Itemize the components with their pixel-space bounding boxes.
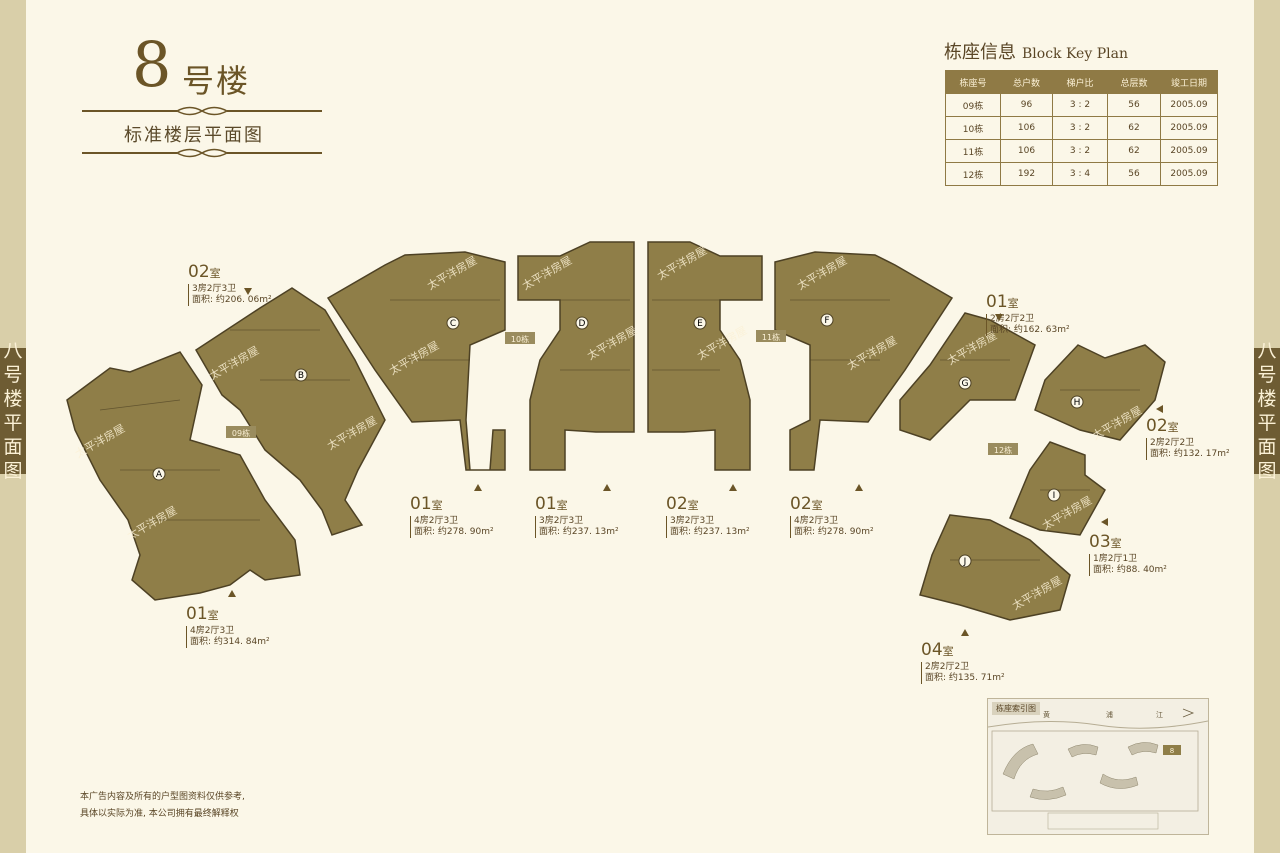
- unit-label-f: 02室 4房2厅3卫面积: 约278. 90m²: [790, 494, 874, 538]
- river-label: 江: [1156, 711, 1163, 719]
- unit-letter: D: [579, 319, 586, 329]
- side-tab-char: 图: [3, 460, 23, 482]
- building-10-label: 10栋: [511, 334, 529, 344]
- pointer-triangle: [474, 484, 482, 491]
- unit-a-plan: [66, 351, 301, 601]
- ornament-bottom: [82, 148, 322, 158]
- side-tab-char: 楼: [3, 388, 23, 410]
- unit-letter: J: [963, 557, 967, 567]
- unit-letter: H: [1074, 398, 1081, 408]
- unit-label-d: 01室 3房2厅3卫面积: 约237. 13m²: [535, 494, 619, 538]
- unit-label-h: 02室 2房2厅2卫面积: 约132. 17m²: [1146, 416, 1230, 460]
- unit-e-plan: [647, 241, 763, 471]
- unit-label-i: 03室 1房2厅1卫面积: 约88. 40m²: [1089, 532, 1167, 576]
- side-tab-char: 面: [3, 436, 23, 458]
- pointer-triangle: [729, 484, 737, 491]
- building-number: 8: [132, 28, 172, 101]
- unit-f-plan: [774, 251, 954, 471]
- pointer-triangle: [228, 590, 236, 597]
- building-12-label: 12栋: [994, 445, 1012, 455]
- unit-letter: E: [697, 319, 703, 329]
- unit-letter: C: [450, 319, 456, 329]
- building-10-label-bg: [505, 332, 535, 344]
- north-arrow-icon: [1182, 708, 1195, 718]
- unit-label-j: 04室 2房2厅2卫面积: 约135. 71m²: [921, 640, 1005, 684]
- unit-label-b: 02室 3房2厅3卫面积: 约206. 06m²: [188, 262, 272, 306]
- unit-letter: B: [298, 371, 304, 381]
- side-tab-char: 号: [3, 364, 23, 386]
- side-tab-char: 号: [1257, 364, 1277, 386]
- building-title: 号楼: [182, 62, 251, 100]
- building-09-label: 09栋: [232, 428, 250, 438]
- pointer-triangle: [995, 314, 1003, 321]
- block-index-map: 栋座索引图 黄 浦 江 8: [987, 698, 1209, 835]
- unit-label-a: 01室 4房2厅3卫面积: 约314. 84m²: [186, 604, 270, 648]
- side-tab-char: 八: [3, 340, 23, 362]
- pointer-triangle: [244, 288, 252, 295]
- ornament-top: [82, 106, 322, 116]
- table-header-row: 栋座号 总户数 梯户比 总层数 竣工日期: [945, 70, 1218, 94]
- unit-i-plan: [1009, 441, 1106, 536]
- unit-h-plan: [1034, 344, 1166, 441]
- side-tab-left: 八号楼平面图: [0, 340, 26, 482]
- unit-g-plan: [899, 312, 1036, 441]
- building-12-label-bg: [988, 443, 1018, 455]
- column-header: 总户数: [1000, 70, 1053, 94]
- pointer-triangle: [603, 484, 611, 491]
- unit-label-g: 01室 2房2厅2卫面积: 约162. 63m²: [986, 292, 1070, 336]
- unit-label-e: 02室 3房2厅3卫面积: 约237. 13m²: [666, 494, 750, 538]
- side-tab-char: 平: [1257, 412, 1277, 434]
- building-09-label-bg: [226, 426, 256, 438]
- floor-plan-subtitle: 标准楼层平面图: [124, 125, 264, 146]
- index-map-title: 栋座索引图: [992, 702, 1040, 715]
- building-8-marker: [1163, 745, 1181, 755]
- svg-text:8: 8: [1170, 747, 1174, 755]
- side-tab-char: 平: [3, 412, 23, 434]
- river-label: 黄: [1043, 710, 1050, 719]
- unit-letter: G: [962, 379, 969, 389]
- unit-j-plan: [919, 514, 1071, 621]
- interior-walls: [99, 299, 1140, 561]
- river-label: 浦: [1106, 710, 1113, 719]
- pointer-triangle: [961, 629, 969, 636]
- side-tab-right: 八号楼平面图: [1254, 340, 1280, 482]
- pointer-triangle: [855, 484, 863, 491]
- building-11-label-bg: [756, 330, 786, 342]
- unit-letter: A: [156, 470, 163, 480]
- unit-d-plan: [517, 241, 635, 471]
- unit-letter: I: [1053, 491, 1056, 501]
- unit-c-plan: [326, 251, 506, 471]
- site-map: 黄 浦 江 8: [988, 708, 1208, 830]
- side-tab-char: 面: [1257, 436, 1277, 458]
- column-header: 栋座号: [945, 70, 1001, 94]
- side-tab-char: 楼: [1257, 388, 1277, 410]
- building-11-label: 11栋: [762, 332, 780, 342]
- disclaimer: 本广告内容及所有的户型图资料仅供参考, 具体以实际为准, 本公司拥有最终解释权: [80, 792, 245, 819]
- unit-label-c: 01室 4房2厅3卫面积: 约278. 90m²: [410, 494, 494, 538]
- pointer-triangle: [1101, 518, 1108, 526]
- side-tab-char: 图: [1257, 460, 1277, 482]
- pointer-triangle: [1156, 405, 1163, 413]
- unit-letter: F: [824, 316, 829, 326]
- side-tab-char: 八: [1257, 340, 1277, 362]
